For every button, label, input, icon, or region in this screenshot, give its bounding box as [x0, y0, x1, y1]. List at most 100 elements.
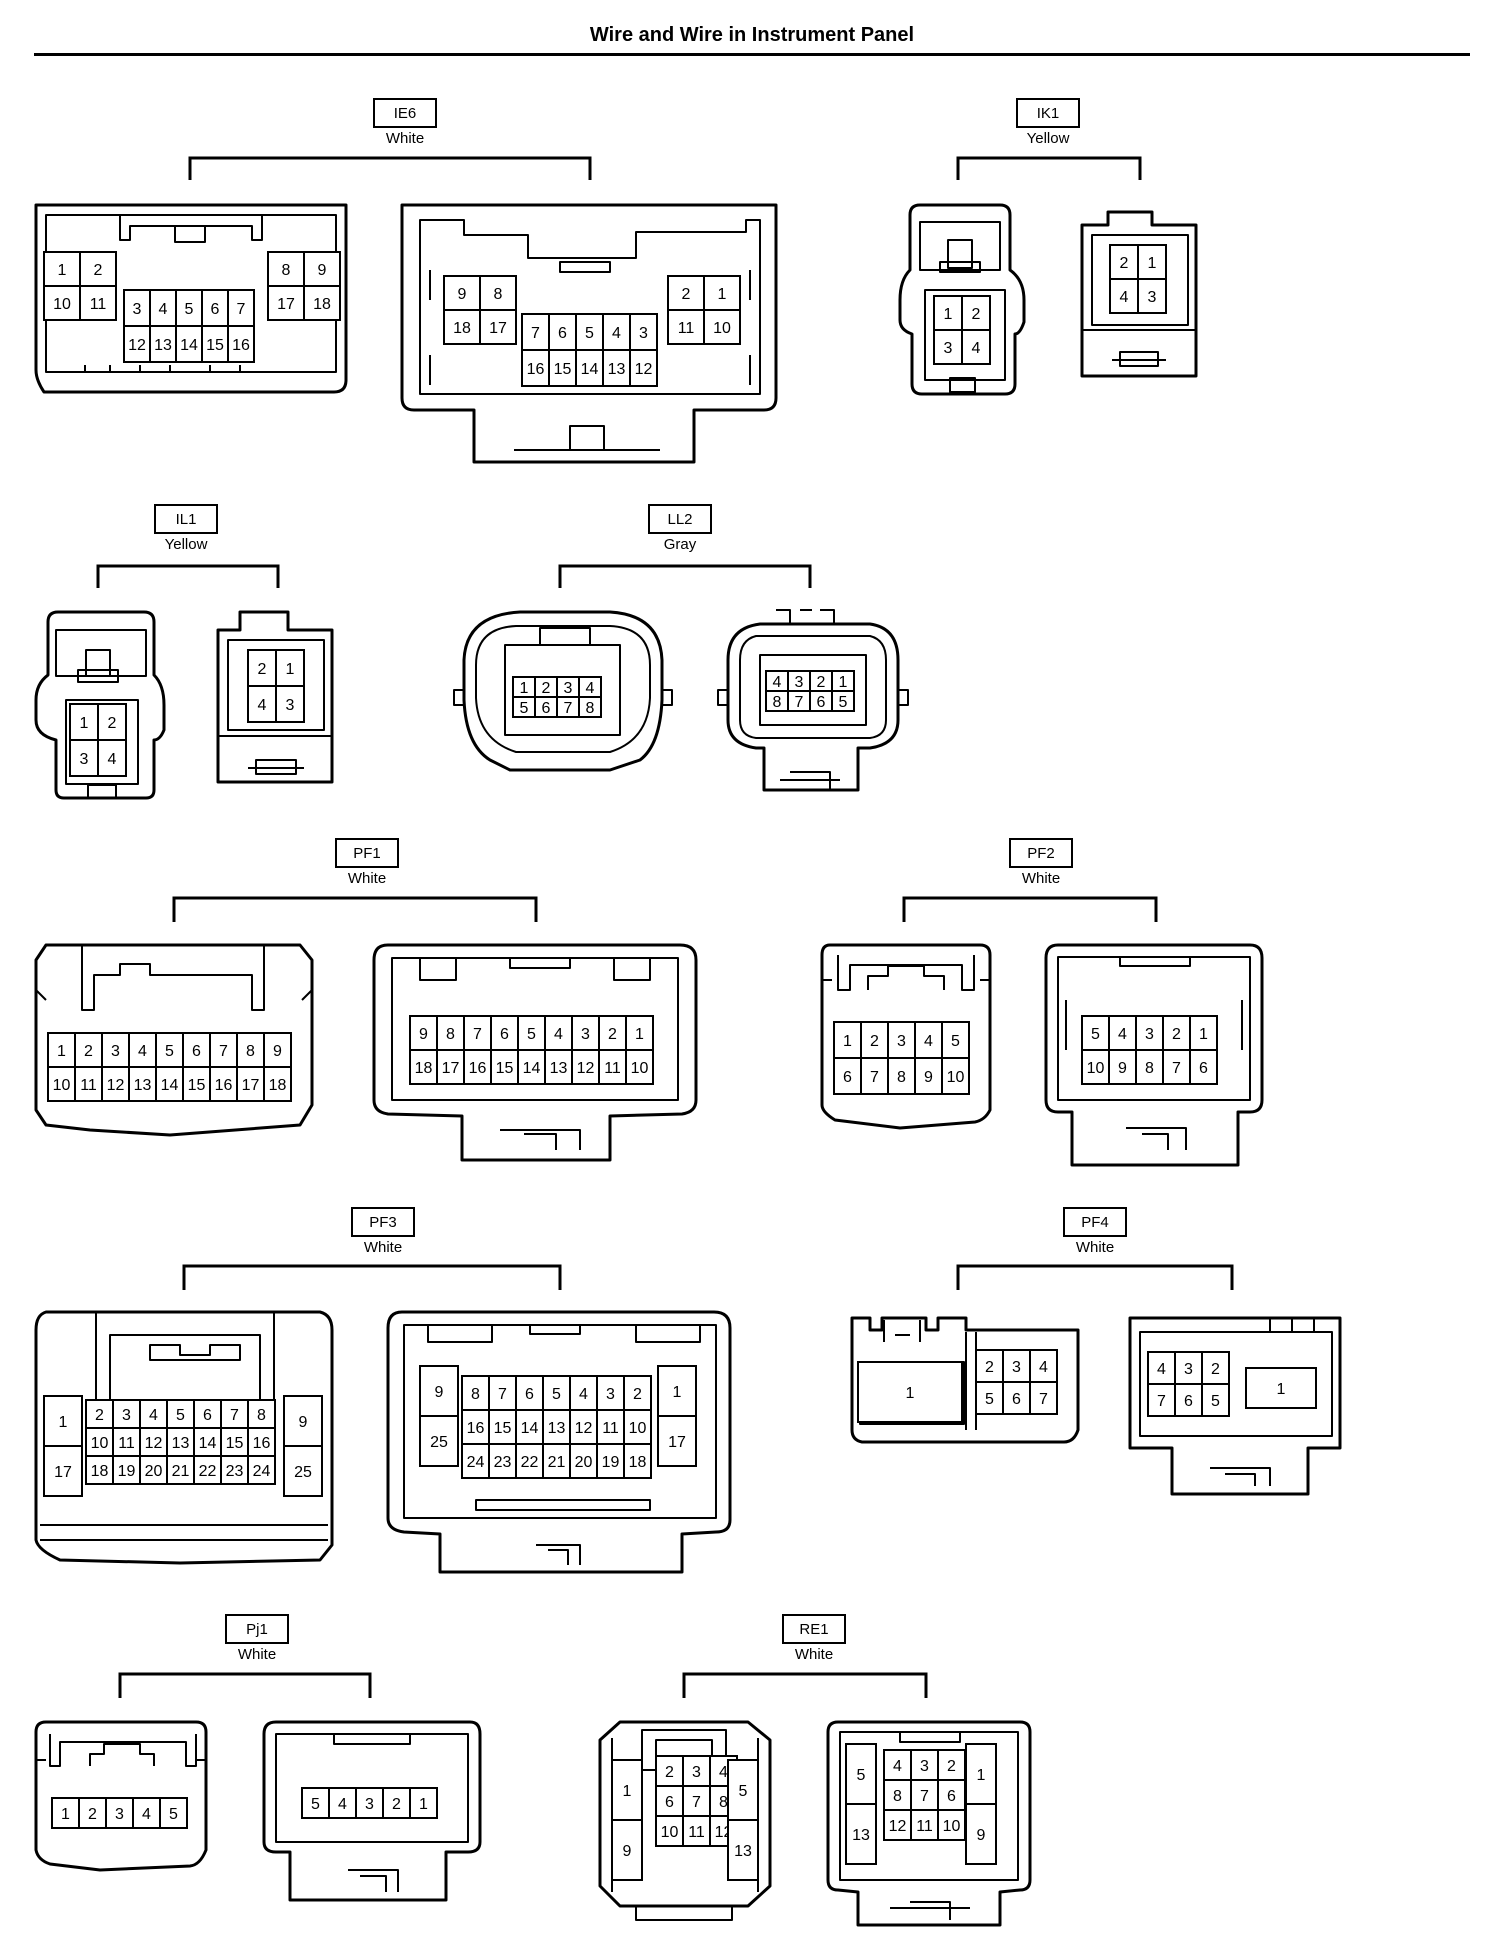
il1-left-housing: [34, 610, 166, 800]
pin-number: 3: [286, 697, 295, 714]
pin-number: 8: [586, 700, 595, 717]
pf1-bracket: [172, 896, 538, 922]
pin-number: 9: [435, 1384, 444, 1401]
pin-number: 8: [773, 694, 782, 711]
pin-number: 2: [870, 1033, 879, 1050]
pin-number: 8: [471, 1386, 480, 1403]
pin-cell: [727, 1759, 759, 1821]
pin-number: 1: [718, 286, 727, 303]
pin-number: 4: [554, 1026, 563, 1043]
pin-cell: [515, 1443, 544, 1479]
pin-number: 2: [682, 286, 691, 303]
pf1-label-box: [335, 838, 399, 868]
pin-cell: [283, 1445, 323, 1497]
pin-cell: [1201, 1351, 1230, 1385]
il1-color-text: Yellow: [165, 536, 208, 553]
pin-number: 16: [527, 361, 545, 378]
pin-number: 8: [494, 286, 503, 303]
pin-number: 7: [1039, 1391, 1048, 1408]
pin-number: 2: [108, 715, 117, 732]
pin-number: 4: [138, 1043, 147, 1060]
pin-number: 4: [258, 697, 267, 714]
pin-cell: [887, 1057, 916, 1095]
pin-number: 16: [469, 1060, 487, 1077]
pin-number: 10: [53, 1077, 71, 1094]
pin-number: 17: [54, 1464, 72, 1481]
pin-cell: [79, 285, 117, 321]
pin-number: 10: [1087, 1060, 1105, 1077]
pin-number: 8: [257, 1407, 266, 1424]
pf3-right-housing: [386, 1310, 732, 1574]
pin-number: 9: [623, 1843, 632, 1860]
pin-number: 17: [242, 1077, 260, 1094]
pin-number: 2: [817, 674, 826, 691]
pin-number: 9: [318, 262, 327, 279]
pin-number: 5: [552, 1386, 561, 1403]
pin-cell: [965, 1743, 997, 1805]
pin-cell: [263, 1066, 292, 1102]
pin-cell: [596, 1443, 625, 1479]
pin-number: 22: [199, 1463, 217, 1480]
pin-cell: [933, 295, 963, 331]
pin-cell: [910, 1749, 939, 1781]
pin-cell: [123, 325, 151, 363]
pin-number: 1: [59, 1414, 68, 1431]
pin-number: 10: [661, 1824, 679, 1841]
pin-cell: [667, 275, 705, 311]
pin-cell: [409, 1787, 438, 1819]
pin-cell: [461, 1443, 490, 1479]
pin-cell: [833, 1021, 862, 1059]
pin-number: 4: [586, 680, 595, 697]
pin-number: 6: [203, 1407, 212, 1424]
pin-number: 18: [269, 1077, 287, 1094]
pin-number: 16: [467, 1420, 485, 1437]
pin-number: 13: [608, 361, 626, 378]
pin-number: 10: [947, 1069, 965, 1086]
pin-number: 6: [665, 1794, 674, 1811]
pin-number: 8: [246, 1043, 255, 1060]
pin-cell: [166, 1427, 195, 1457]
pin-number: 6: [947, 1788, 956, 1805]
pin-cell: [629, 349, 658, 387]
pin-number: 4: [159, 301, 168, 318]
pin-number: 24: [253, 1463, 271, 1480]
il1-bracket: [96, 564, 280, 588]
pin-number: 23: [226, 1463, 244, 1480]
pf3-code-text: PF3: [369, 1214, 397, 1231]
pin-number: 2: [665, 1764, 674, 1781]
pf4-label-box: [1063, 1207, 1127, 1237]
pin-cell: [941, 1021, 970, 1059]
pin-number: 1: [673, 1384, 682, 1401]
pin-cell: [227, 289, 255, 327]
pin-number: 5: [520, 700, 529, 717]
pin-number: 7: [1172, 1060, 1181, 1077]
pin-cell: [1029, 1349, 1058, 1383]
pin-number: 12: [107, 1077, 125, 1094]
pj1-bracket: [118, 1672, 372, 1698]
pin-number: 20: [575, 1454, 593, 1471]
pin-number: 13: [734, 1843, 752, 1860]
pin-cell: [860, 1021, 889, 1059]
pin-cell: [463, 1015, 492, 1051]
pin-number: 13: [550, 1060, 568, 1077]
pf1-color-text: White: [348, 870, 386, 887]
pin-cell: [275, 649, 305, 687]
pin-number: 11: [678, 320, 695, 337]
pin-number: 8: [1145, 1060, 1154, 1077]
pin-cell: [914, 1057, 943, 1095]
pin-number: 6: [211, 301, 220, 318]
connector-labels: IE6WhiteIK1YellowIL1YellowLL2GrayPF1Whit…: [154, 98, 1127, 1663]
ll2-code-text: LL2: [667, 511, 692, 528]
pin-number: 7: [1157, 1393, 1166, 1410]
connector-housings: [34, 203, 1342, 1927]
pin-cell: [303, 285, 341, 321]
pf1-code-text: PF1: [353, 845, 381, 862]
ll2-bracket: [558, 564, 812, 588]
pin-cell: [112, 1399, 141, 1429]
pin-number: 10: [713, 320, 731, 337]
pin-cell: [175, 325, 203, 363]
pin-number: 3: [1012, 1359, 1021, 1376]
pin-number: 3: [1184, 1361, 1193, 1378]
